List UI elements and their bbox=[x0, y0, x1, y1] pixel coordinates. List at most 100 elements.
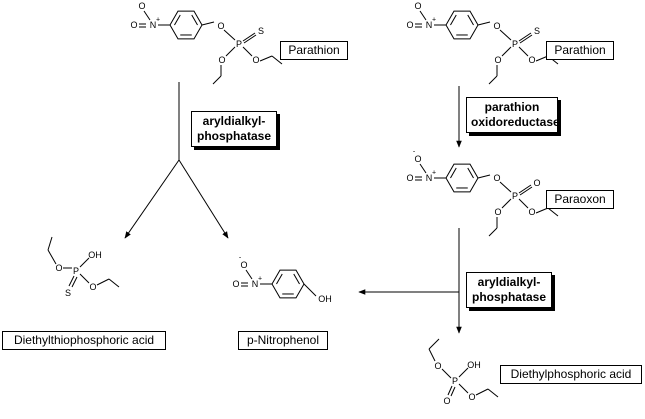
p-o-bond bbox=[458, 367, 469, 378]
o-c-bond bbox=[259, 55, 273, 62]
negative-charge: - bbox=[413, 0, 416, 3]
c-o-bond bbox=[201, 21, 215, 26]
c-o-bond bbox=[477, 21, 491, 26]
c-c-bond bbox=[212, 75, 222, 85]
oxygen-atom: O bbox=[528, 55, 535, 65]
negative-charge: - bbox=[413, 149, 416, 156]
aromatic-bond bbox=[467, 14, 474, 26]
positive-charge: + bbox=[432, 17, 436, 24]
p-o-double-bond bbox=[447, 385, 453, 396]
p-o-bond bbox=[501, 198, 512, 209]
oxygen-atom: O bbox=[218, 55, 225, 65]
oxygen-atom: O bbox=[252, 55, 259, 65]
phosphorus-atom: P bbox=[512, 39, 518, 49]
enzyme-line-1: aryldialkyl- bbox=[202, 114, 266, 128]
c-o-bond bbox=[477, 174, 491, 179]
phosphorus-atom: P bbox=[452, 376, 458, 386]
enzyme-line-2: oxidoreductase bbox=[471, 115, 560, 129]
p-double-bond bbox=[518, 32, 532, 42]
aromatic-bond bbox=[191, 14, 198, 26]
p-o-bond bbox=[441, 368, 452, 379]
enzyme-line-2: phosphatase bbox=[196, 129, 271, 143]
oxygen-atom: O bbox=[130, 20, 137, 30]
phosphorus-atom: P bbox=[73, 266, 79, 276]
n-o-bond bbox=[143, 10, 151, 21]
p-nitrophenol-structure: OHN+O-O bbox=[232, 255, 331, 305]
nitrogen-atom: N bbox=[150, 20, 157, 30]
p-double-bond bbox=[243, 34, 257, 44]
p-double-bond bbox=[518, 184, 532, 194]
sulfur-atom: S bbox=[258, 26, 264, 36]
o-p-bond bbox=[499, 181, 512, 193]
hydroxyl-group: OH bbox=[88, 250, 102, 260]
enzyme-line-1: parathion bbox=[484, 100, 540, 114]
aromatic-bond bbox=[276, 273, 283, 285]
p-o-bond bbox=[518, 198, 529, 209]
p-s-double-bond bbox=[71, 276, 78, 288]
label-p-nitrophenol: p-Nitrophenol bbox=[238, 331, 328, 350]
oxygen-atom: O bbox=[406, 173, 413, 183]
oxygen-atom: O bbox=[493, 21, 500, 31]
negative-charge: - bbox=[239, 255, 242, 262]
negative-charge: - bbox=[137, 0, 140, 3]
p-o-bond bbox=[458, 383, 469, 394]
enzyme-line-2: phosphatase bbox=[471, 290, 546, 304]
label-paraoxon: Paraoxon bbox=[546, 190, 614, 209]
o-c-bond bbox=[96, 278, 110, 286]
phosphorus-atom: P bbox=[512, 191, 518, 201]
c-c-bond bbox=[487, 388, 499, 398]
p-o-bond bbox=[242, 46, 253, 57]
c-c-bond bbox=[488, 227, 498, 237]
aromatic-bond bbox=[450, 14, 457, 26]
oxygen-atom: O bbox=[494, 55, 501, 65]
oxygen-atom: O bbox=[406, 20, 413, 30]
p-double-bond bbox=[242, 32, 256, 42]
c-c-bond bbox=[47, 236, 53, 251]
p-s-double-bond bbox=[68, 275, 75, 287]
n-o-bond bbox=[419, 163, 427, 174]
o-p-bond bbox=[223, 29, 236, 41]
p-double-bond bbox=[519, 34, 533, 44]
o-p-bond bbox=[499, 29, 512, 41]
oxygen-atom: O bbox=[434, 361, 441, 371]
oxygen-atom: O bbox=[414, 1, 421, 11]
hydroxyl-group: OH bbox=[318, 294, 332, 304]
aromatic-bond bbox=[174, 14, 181, 26]
oxygen-atom: O bbox=[443, 396, 450, 406]
label-parathion-left: Parathion bbox=[280, 41, 348, 60]
p-double-bond bbox=[519, 186, 533, 196]
phosphorus-atom: P bbox=[236, 39, 242, 49]
oxygen-atom: O bbox=[89, 282, 96, 292]
p-o-bond bbox=[501, 46, 512, 57]
sulfur-atom: S bbox=[534, 26, 540, 36]
c-c-bond bbox=[271, 55, 283, 65]
oxygen-atom: O bbox=[55, 263, 62, 273]
o-c-bond bbox=[47, 249, 57, 265]
n-o-bond bbox=[245, 269, 253, 280]
right-pathway-arrows bbox=[358, 86, 462, 334]
nitrogen-atom: N bbox=[426, 20, 433, 30]
oxygen-atom: O bbox=[414, 154, 421, 164]
oxygen-atom: O bbox=[232, 279, 239, 289]
hydroxyl-group: OH bbox=[467, 360, 481, 370]
oxygen-atom: O bbox=[493, 173, 500, 183]
aromatic-bond bbox=[293, 273, 300, 285]
p-o-double-bond bbox=[450, 386, 456, 397]
nitrogen-atom: N bbox=[252, 279, 259, 289]
left-pathway-arrows bbox=[124, 82, 229, 239]
label-diethylphosphoric-acid: Diethylphosphoric acid bbox=[500, 365, 642, 384]
c-c-bond bbox=[488, 75, 498, 85]
oxygen-atom: O bbox=[217, 21, 224, 31]
enzyme-parathion-oxidoreductase: parathion oxidoreductase bbox=[466, 97, 560, 133]
enzyme-aryldialkylphosphatase-right: aryldialkyl- phosphatase bbox=[466, 272, 552, 308]
enzyme-aryldialkylphosphatase-left: aryldialkyl- phosphatase bbox=[191, 111, 277, 147]
oxygen-atom: O bbox=[528, 207, 535, 217]
p-o-bond bbox=[79, 257, 90, 268]
o-c-bond bbox=[475, 388, 489, 396]
label-diethylthiophosphoric-acid: Diethylthiophosphoric acid bbox=[2, 331, 166, 350]
